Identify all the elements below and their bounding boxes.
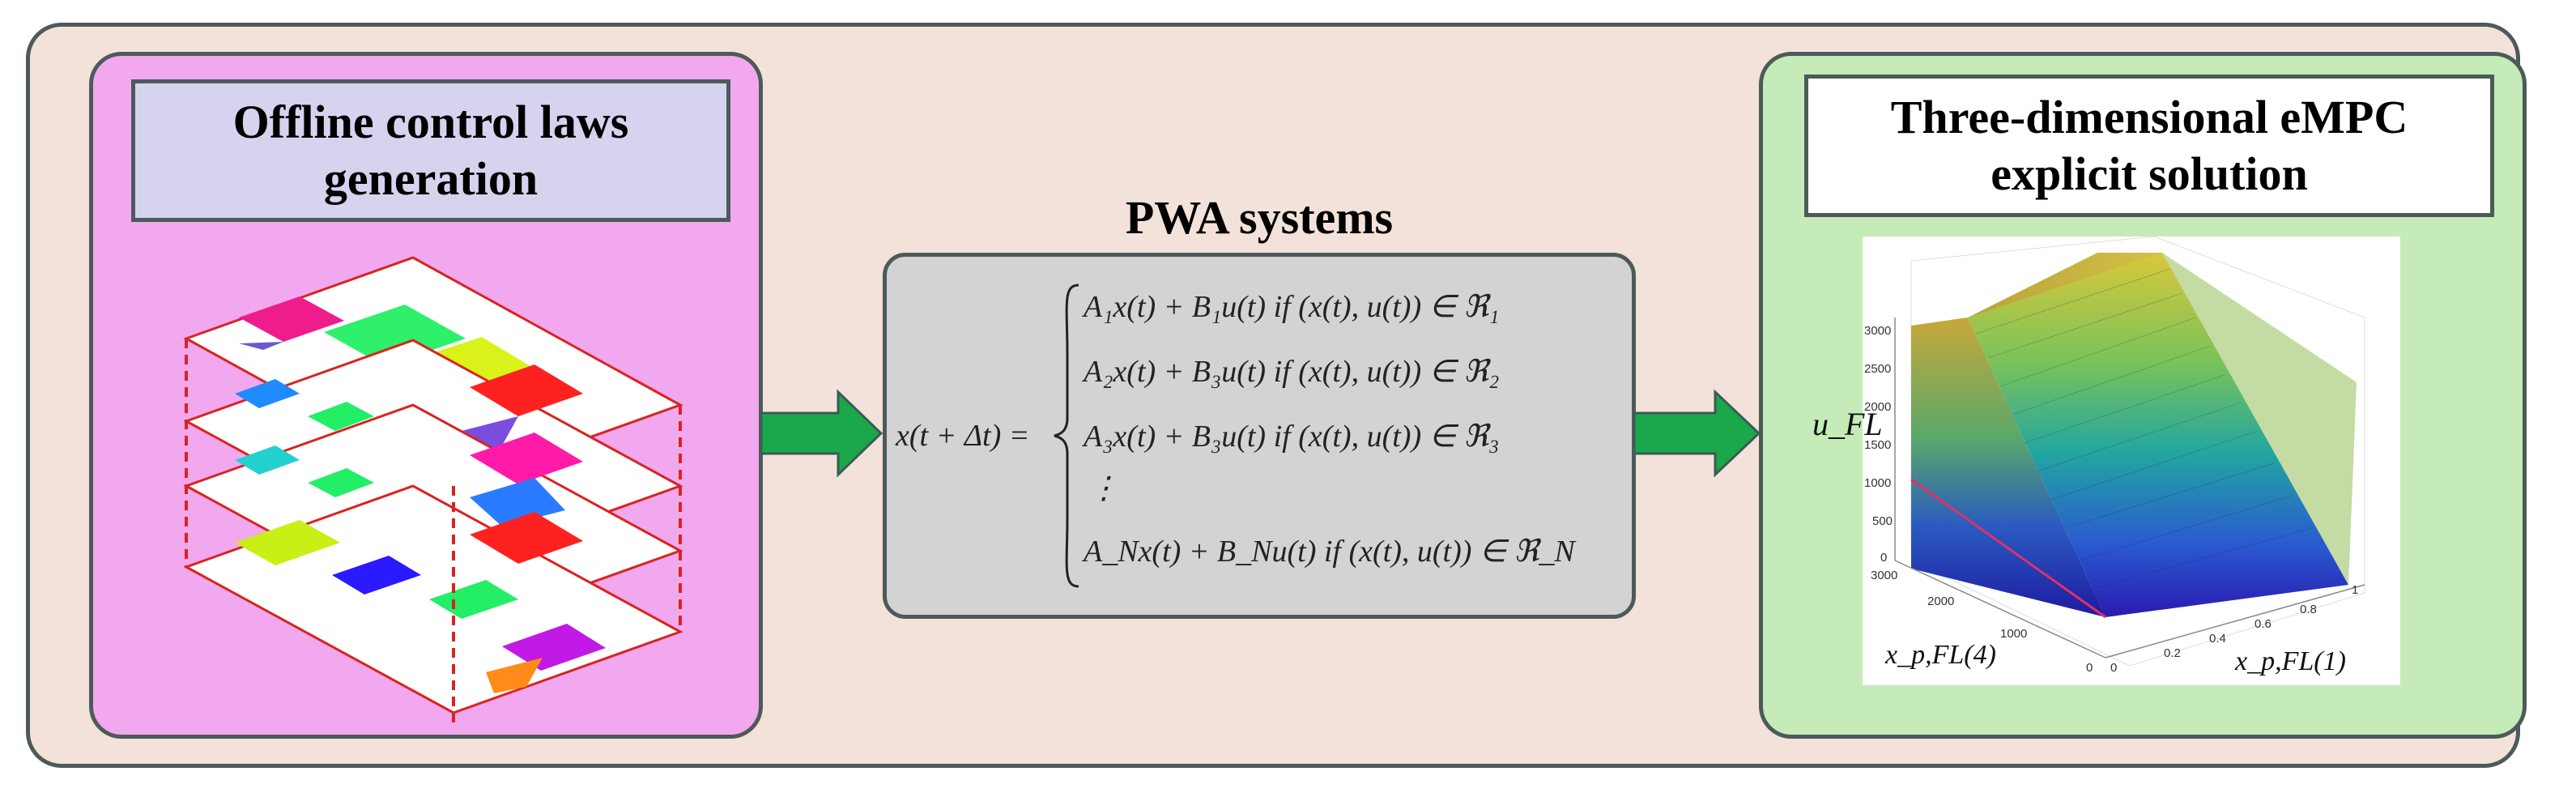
z-axis-label: u_FL — [1812, 406, 1883, 442]
z-tick: 500 — [1872, 514, 1893, 528]
solution-title: Three-dimensional eMPC explicit solution — [1804, 75, 2494, 217]
brace-icon — [1054, 283, 1079, 588]
x-tick: 2000 — [1927, 595, 1955, 608]
z-tick: 0 — [1880, 551, 1888, 565]
y-axis-label: x_p,FL(1) — [2235, 646, 2346, 676]
x-tick: 0 — [2086, 661, 2093, 675]
arrow-to-solution — [1634, 389, 1761, 478]
y-tick: 0.4 — [2209, 632, 2226, 646]
z-tick: 2000 — [1864, 400, 1892, 414]
y-tick: 0.6 — [2255, 617, 2272, 631]
equation-row-3: A₃x(t) + B₃u(t) if (x(t), u(t)) ∈ ℜ₃ — [1084, 420, 1500, 454]
equation-row-vdots: ⋮ — [1088, 471, 1119, 505]
offline-title: Offline control laws generation — [131, 79, 730, 222]
equation-row-n: A_Nx(t) + B_Nu(t) if (x(t), u(t)) ∈ ℜ_N — [1084, 535, 1575, 569]
stacked-layers-illustration — [183, 256, 683, 729]
y-tick: 0.8 — [2300, 603, 2317, 616]
z-tick: 3000 — [1864, 324, 1892, 338]
x-axis-label: x_p,FL(4) — [1885, 640, 1996, 670]
empc-surface-plot: 3000 2500 2000 1500 1000 500 0 3000 2000… — [1863, 237, 2400, 685]
equation-row-2: A₂x(t) + B₃u(t) if (x(t), u(t)) ∈ ℜ₂ — [1084, 355, 1500, 389]
equation-lhs: x(t + Δt) = — [896, 419, 1030, 453]
y-tick: 1 — [2352, 583, 2359, 597]
arrow-to-pwa — [761, 389, 883, 478]
y-tick: 0.2 — [2164, 646, 2181, 660]
pwa-title: PWA systems — [1125, 191, 1394, 244]
surface-graphic — [1894, 237, 2365, 667]
x-tick: 3000 — [1871, 569, 1898, 582]
z-tick: 1500 — [1864, 438, 1892, 452]
z-tick: 1000 — [1864, 476, 1892, 490]
z-tick: 2500 — [1864, 362, 1892, 376]
layer-4 — [183, 484, 683, 714]
pwa-equation: x(t + Δt) = A₁x(t) + B₁u(t) if (x(t), u(… — [891, 267, 1620, 607]
y-tick: 0 — [2110, 661, 2118, 675]
equation-row-1: A₁x(t) + B₁u(t) if (x(t), u(t)) ∈ ℜ₁ — [1084, 290, 1500, 324]
x-tick: 1000 — [2000, 627, 2028, 641]
